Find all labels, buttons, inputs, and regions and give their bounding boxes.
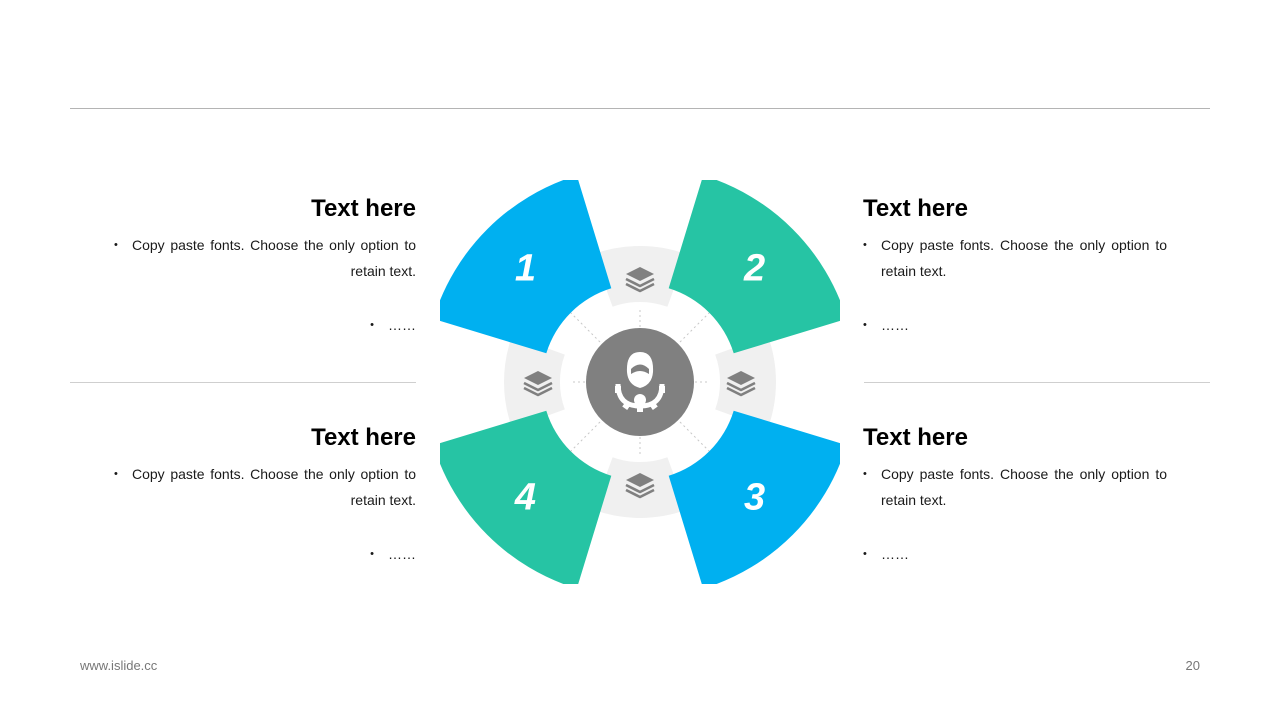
bullet-text: …… bbox=[881, 317, 909, 333]
petal-1: 1 bbox=[440, 180, 612, 354]
block-title: Text here bbox=[311, 424, 416, 451]
petal-number: 1 bbox=[515, 247, 536, 289]
bullet-dot: • bbox=[863, 239, 867, 251]
petal-number: 2 bbox=[743, 247, 765, 289]
connector-lines bbox=[564, 306, 716, 458]
user-gear-icon bbox=[615, 352, 665, 412]
bullet-text: Copy paste fonts. Choose the only option… bbox=[881, 237, 1167, 279]
right-divider bbox=[864, 382, 1210, 383]
cycle-diagram: 1 2 3 4 bbox=[440, 180, 840, 584]
footer-website: www.islide.cc bbox=[80, 658, 158, 673]
bullet-item: • …… bbox=[863, 541, 1167, 567]
bullet-item: • …… bbox=[86, 541, 416, 567]
block-title: Text here bbox=[863, 424, 968, 451]
bullet-item: • …… bbox=[86, 312, 416, 338]
bullet-text: …… bbox=[881, 546, 909, 562]
bullet-text: Copy paste fonts. Choose the only option… bbox=[132, 237, 416, 279]
petal-shape bbox=[440, 410, 612, 584]
text-block-2: Text here • Copy paste fonts. Choose the… bbox=[863, 194, 1193, 338]
bullet-item: • Copy paste fonts. Choose the only opti… bbox=[86, 232, 416, 284]
bullet-dot: • bbox=[114, 468, 118, 480]
petal-number: 3 bbox=[744, 477, 765, 519]
bullet-dot: • bbox=[863, 319, 867, 331]
bullet-item: • Copy paste fonts. Choose the only opti… bbox=[863, 461, 1167, 513]
bullet-item: • …… bbox=[863, 312, 1167, 338]
inner-segment bbox=[593, 457, 687, 518]
petal-3: 3 bbox=[668, 410, 840, 584]
petal-shape bbox=[668, 410, 840, 584]
top-divider bbox=[70, 108, 1210, 109]
block-title: Text here bbox=[311, 195, 416, 222]
page-number: 20 bbox=[1185, 658, 1200, 673]
bullet-dot: • bbox=[863, 548, 867, 560]
text-block-3: Text here • Copy paste fonts. Choose the… bbox=[863, 423, 1193, 567]
bullet-text: …… bbox=[388, 317, 416, 333]
bullet-dot: • bbox=[370, 319, 374, 331]
bullet-text: Copy paste fonts. Choose the only option… bbox=[132, 466, 416, 508]
bullet-item: • Copy paste fonts. Choose the only opti… bbox=[863, 232, 1167, 284]
petals: 1 2 3 4 bbox=[440, 180, 840, 584]
bullet-text: Copy paste fonts. Choose the only option… bbox=[881, 466, 1167, 508]
petal-4: 4 bbox=[440, 410, 612, 584]
bullet-text: …… bbox=[388, 546, 416, 562]
bullet-dot: • bbox=[114, 239, 118, 251]
text-block-1: Text here • Copy paste fonts. Choose the… bbox=[86, 194, 416, 338]
left-divider bbox=[70, 382, 416, 383]
petal-number: 4 bbox=[514, 477, 536, 519]
text-block-4: Text here • Copy paste fonts. Choose the… bbox=[86, 423, 416, 567]
bullet-dot: • bbox=[370, 548, 374, 560]
bullet-item: • Copy paste fonts. Choose the only opti… bbox=[86, 461, 416, 513]
petal-2: 2 bbox=[668, 180, 840, 354]
block-title: Text here bbox=[863, 195, 968, 222]
petal-shape bbox=[440, 180, 612, 354]
petal-shape bbox=[668, 180, 840, 354]
bullet-dot: • bbox=[863, 468, 867, 480]
